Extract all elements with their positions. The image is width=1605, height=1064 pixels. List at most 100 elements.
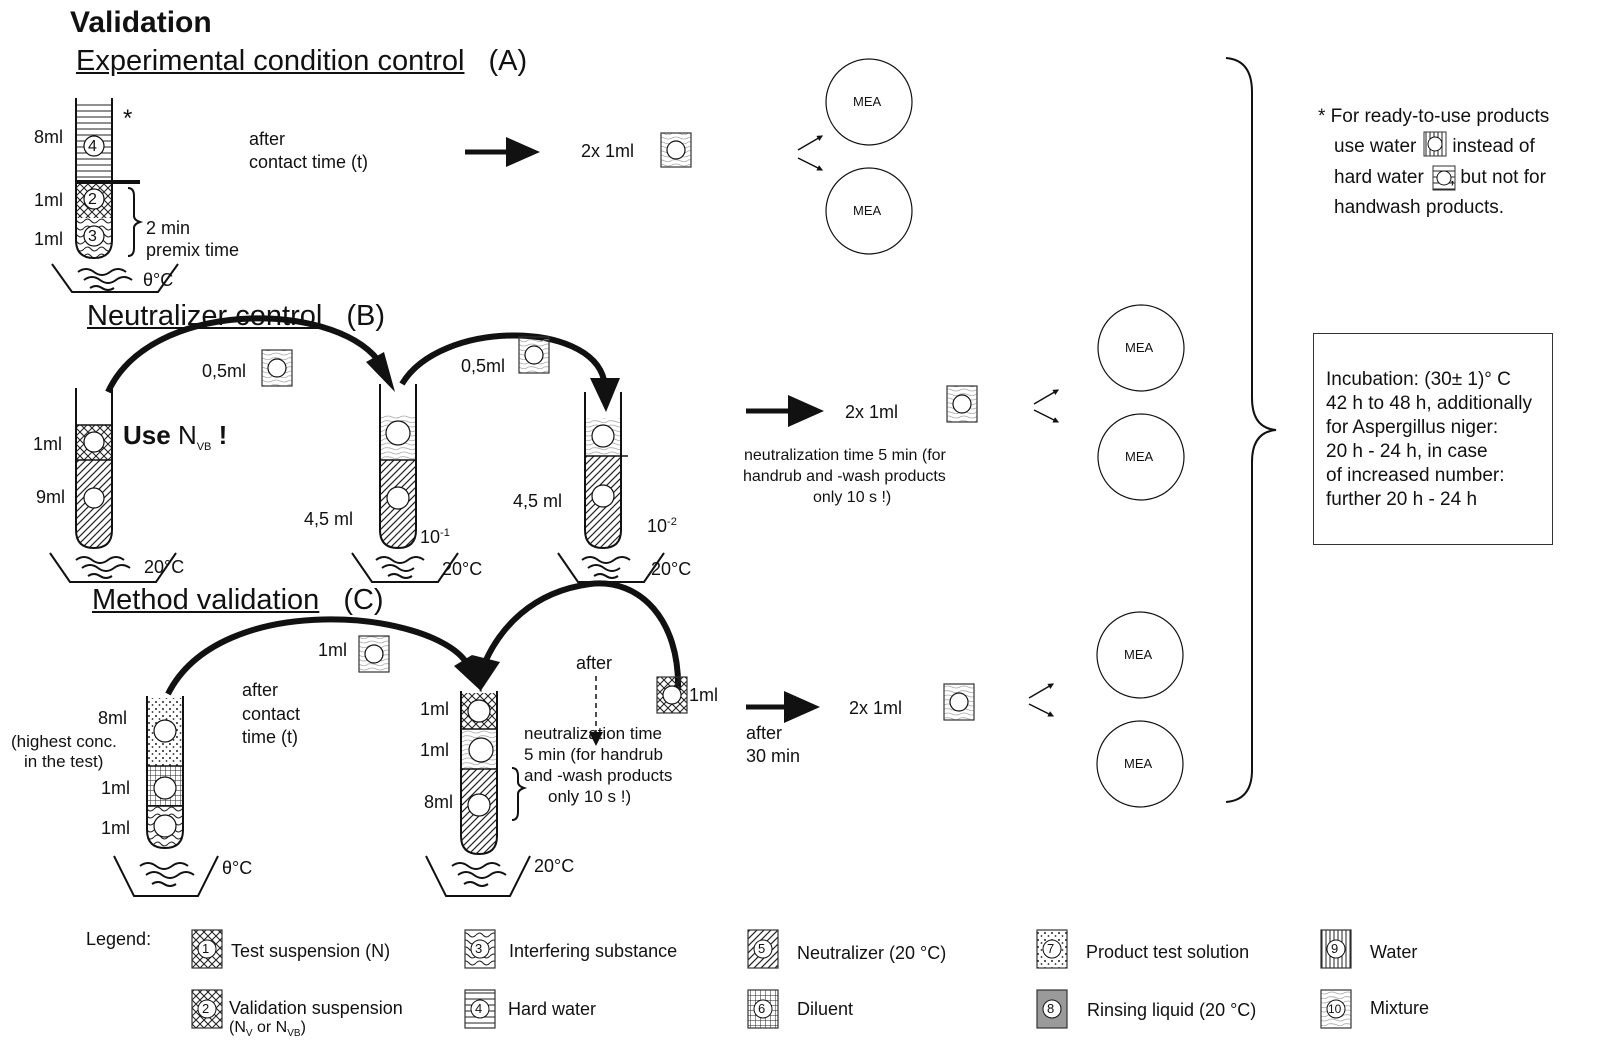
a-asterisk: * — [123, 105, 133, 132]
legend-item-1: Test suspension (N) — [231, 941, 391, 961]
c-after-1: after — [242, 680, 279, 700]
a-after-1: after — [249, 129, 286, 149]
use-bold: Use — [123, 420, 171, 450]
section-c-name: Method validation — [92, 584, 320, 616]
c-neut-2: 5 min (for handrub — [524, 745, 663, 764]
curly-brace — [1225, 57, 1277, 803]
legend-item-7: Product test solution — [1086, 942, 1250, 962]
section-b-name: Neutralizer control — [87, 300, 323, 332]
c-add: 1ml — [318, 640, 348, 660]
b-vol-1: 1ml — [33, 434, 63, 454]
mea-plates — [825, 58, 1185, 808]
c-vol-1b: 1ml — [101, 818, 131, 838]
a-premix-1: 2 min — [146, 218, 191, 238]
legend-label: Legend: — [86, 929, 152, 949]
c-after-dash: after — [576, 653, 613, 673]
mixture-icons-c — [358, 635, 975, 721]
water-baths-c — [113, 855, 531, 897]
legend-swatches — [191, 929, 1352, 1029]
a-vol-1a: 1ml — [34, 190, 64, 210]
mea-a2: MEA — [853, 203, 882, 218]
legend-item-4: Hard water — [508, 999, 597, 1019]
b-temp-3: 20°C — [651, 559, 692, 579]
c-t2-vol-1a: 1ml — [420, 699, 450, 719]
tube-c2 — [460, 691, 528, 856]
transfer-arcs-c — [165, 580, 682, 746]
mea-c2: MEA — [1124, 756, 1153, 771]
b-dilution-1: 10-1 — [420, 522, 450, 548]
mea-b2: MEA — [1125, 449, 1154, 464]
tube-c1 — [146, 696, 184, 850]
use-sub: VB — [196, 441, 212, 454]
c-susp-vol: 1ml — [689, 685, 719, 705]
note-line-3: hard water, but not for — [1334, 162, 1546, 193]
mea-b1: MEA — [1125, 340, 1154, 355]
legend-2-t3: or N — [252, 1019, 288, 1036]
note-line-2b: instead of — [1452, 136, 1535, 157]
c-neut-3: and -wash products — [524, 766, 673, 785]
c-t2-vol-1b: 1ml — [420, 740, 450, 760]
legend-num-4: 4 — [475, 1001, 483, 1016]
b-neut-2: handrub and -wash products — [743, 468, 946, 485]
incubation-line-2: 42 h to 48 h, additionally — [1326, 393, 1532, 414]
a-num-3: 3 — [88, 228, 97, 245]
a-premix-2: premix time — [146, 240, 240, 260]
legend-item-10: Mixture — [1370, 998, 1430, 1018]
incubation-line-1: Incubation: (30± 1)° C — [1326, 369, 1511, 390]
suspension-icon-c — [656, 676, 688, 714]
b-temp-2: 20°C — [442, 559, 483, 579]
c-t2-vol-8: 8ml — [424, 792, 454, 812]
b-dil-2-base: 10 — [647, 516, 668, 536]
page-title: Validation — [70, 6, 212, 39]
b-transfer: 2x 1ml — [845, 402, 899, 422]
legend-num-8: 8 — [1047, 1001, 1055, 1016]
legend-item-9: Water — [1370, 942, 1418, 962]
use-excl: ! — [218, 420, 228, 450]
b-dil-1-exp: -1 — [440, 527, 450, 539]
a-num-2: 2 — [88, 191, 97, 208]
c-temp-2: 20°C — [534, 856, 575, 876]
a-num-4: 4 — [88, 138, 97, 155]
water-bath-a — [51, 263, 179, 293]
incubation-line-6: further 20 h - 24 h — [1326, 489, 1478, 510]
incubation-line-4: 20 h - 24 h, in case — [1326, 441, 1488, 462]
c-after-30-2: 30 min — [746, 746, 801, 766]
incubation-box: Incubation: (30± 1)° C 42 h to 48 h, add… — [1313, 333, 1553, 545]
c-temp-1: θ°C — [222, 858, 253, 878]
tube-b3 — [584, 392, 628, 550]
split-arrows-c — [1028, 683, 1055, 717]
legend-num-10: 10 — [1328, 1002, 1342, 1016]
c-after-30-1: after — [746, 723, 783, 743]
water-icon-note — [1423, 131, 1447, 157]
legend-2-t4: ) — [300, 1019, 306, 1036]
legend-num-7: 7 — [1047, 941, 1055, 956]
hard-water-icon-note — [1432, 165, 1456, 191]
section-c-title: Method validation (C) — [92, 583, 384, 617]
section-b-title: Neutralizer control(B) — [87, 299, 385, 333]
b-temp-1: 20°C — [144, 557, 185, 577]
incubation-line-5: of increased number: — [1326, 465, 1505, 486]
split-arrows-a — [797, 135, 824, 171]
legend-2-t2: (N — [229, 1019, 246, 1036]
section-a-tag: (A) — [488, 45, 528, 77]
legend-item-2-sub: (NV or NVB) — [229, 1018, 306, 1044]
legend-num-1: 1 — [202, 941, 210, 956]
legend-item-2: Validation suspension — [229, 998, 403, 1018]
legend-item-6: Diluent — [797, 999, 854, 1019]
mixture-icons-b — [261, 336, 978, 423]
a-transfer: 2x 1ml — [581, 141, 635, 161]
c-neut-4: only 10 s !) — [548, 787, 632, 806]
section-c-tag: (C) — [343, 584, 384, 616]
b-dilution-2: 10-2 — [647, 511, 677, 537]
legend-num-5: 5 — [758, 941, 766, 956]
section-a-title: Experimental condition control(A) — [76, 44, 527, 78]
c-vol-8: 8ml — [98, 708, 128, 728]
note-line-4: handwash products. — [1334, 197, 1505, 218]
note-line-1: * For ready-to-use products — [1318, 106, 1550, 127]
legend-num-6: 6 — [758, 1001, 766, 1016]
b-dil-2-exp: -2 — [667, 516, 677, 528]
legend-2-s2: VB — [287, 1028, 301, 1040]
legend-num-2: 2 — [202, 1001, 210, 1016]
legend-2-s1: V — [245, 1028, 253, 1040]
